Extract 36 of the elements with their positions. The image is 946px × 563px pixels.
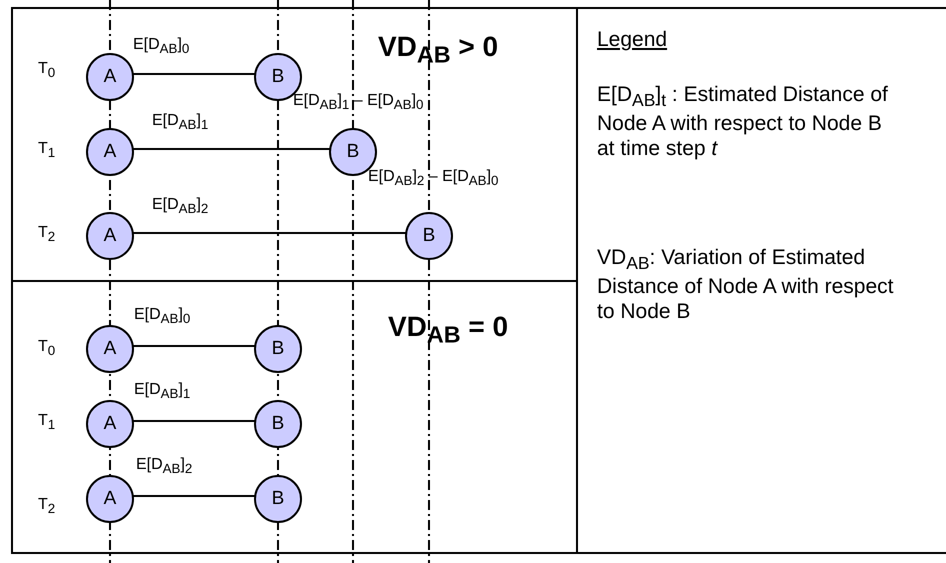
connector-line bbox=[133, 73, 255, 75]
panel-heading: VD$_{AB}$ = 0 bbox=[388, 312, 508, 348]
connector-line bbox=[133, 345, 255, 347]
node-circle: B bbox=[254, 325, 302, 373]
panel bbox=[11, 7, 578, 282]
time-step-label: T$_{0}$ bbox=[38, 338, 56, 359]
time-step-label: T$_{1}$ bbox=[38, 140, 56, 161]
node-circle: A bbox=[86, 53, 134, 101]
edge-label: E[D$_{AB}$]$_{2}$ bbox=[136, 456, 192, 477]
legend-heading: Legend bbox=[597, 27, 668, 52]
panel-heading: VD$_{AB}$ > 0 bbox=[378, 32, 498, 68]
connector-line bbox=[133, 495, 255, 497]
time-step-label: T$_{2}$ bbox=[38, 224, 56, 245]
time-step-label: T$_{1}$ bbox=[38, 412, 56, 433]
node-circle: A bbox=[86, 128, 134, 176]
time-step-label: T$_{2}$ bbox=[38, 496, 56, 517]
edge-label: E[D$_{AB}$]$_{1}$ bbox=[134, 381, 190, 402]
node-circle: A bbox=[86, 325, 134, 373]
connector-line bbox=[133, 420, 255, 422]
node-circle: A bbox=[86, 475, 134, 523]
node-circle: B bbox=[405, 212, 453, 260]
legend-panel bbox=[576, 7, 946, 554]
legend-entry: E[D$_{AB}$]$_{t}$ : Estimated Distance of Node A with respect to Node B at time step t bbox=[597, 82, 889, 162]
edge-label: E[D$_{AB}$]$_{2}$ bbox=[152, 196, 208, 217]
node-circle: A bbox=[86, 212, 134, 260]
time-step-label: T$_{0}$ bbox=[38, 60, 56, 81]
node-circle: B bbox=[254, 400, 302, 448]
node-circle: B bbox=[254, 475, 302, 523]
edge-label: E[D$_{AB}$]$_{1}$ bbox=[152, 112, 208, 133]
panel bbox=[11, 280, 578, 554]
legend-entry: VD$_{AB}$: Variation of Estimated Distance of Node A with respect to Node B bbox=[597, 245, 894, 325]
node-circle: A bbox=[86, 400, 134, 448]
edge-label: E[D$_{AB}$]$_{0}$ bbox=[133, 36, 190, 57]
edge-label: E[D$_{AB}$]$_{0}$ bbox=[134, 306, 190, 327]
connector-line bbox=[133, 148, 330, 150]
connector-line bbox=[133, 232, 406, 234]
